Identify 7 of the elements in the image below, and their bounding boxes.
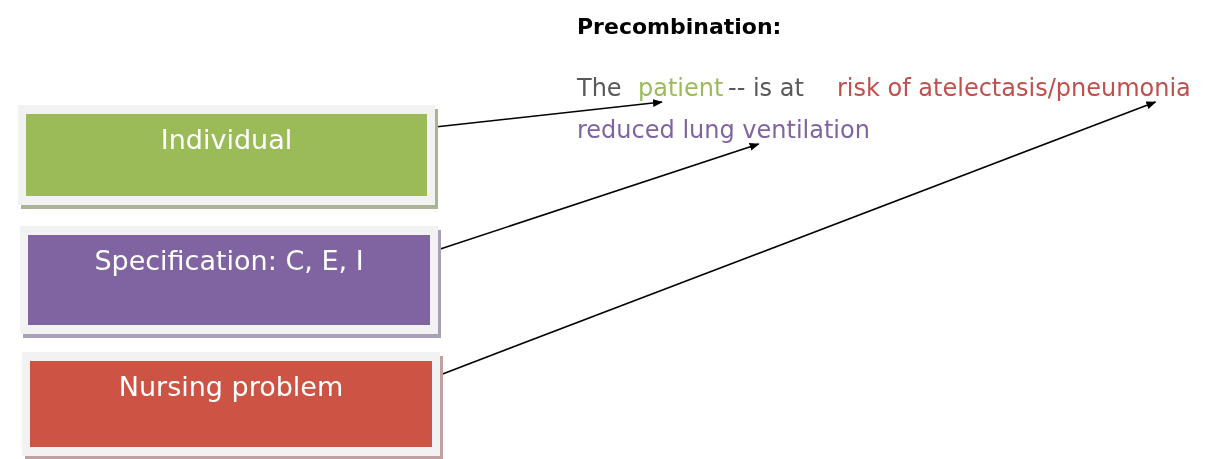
sentence-text: -- is at <box>728 74 804 102</box>
sentence-text: The <box>577 74 622 102</box>
highlighted-phrase: risk of atelectasis/pneumonia <box>837 74 1191 102</box>
highlighted-phrase: patient <box>638 74 724 102</box>
heading: Precombination: <box>577 14 782 39</box>
category-box: Nursing problem <box>22 352 440 456</box>
highlighted-phrase: reduced lung ventilation <box>577 116 870 144</box>
